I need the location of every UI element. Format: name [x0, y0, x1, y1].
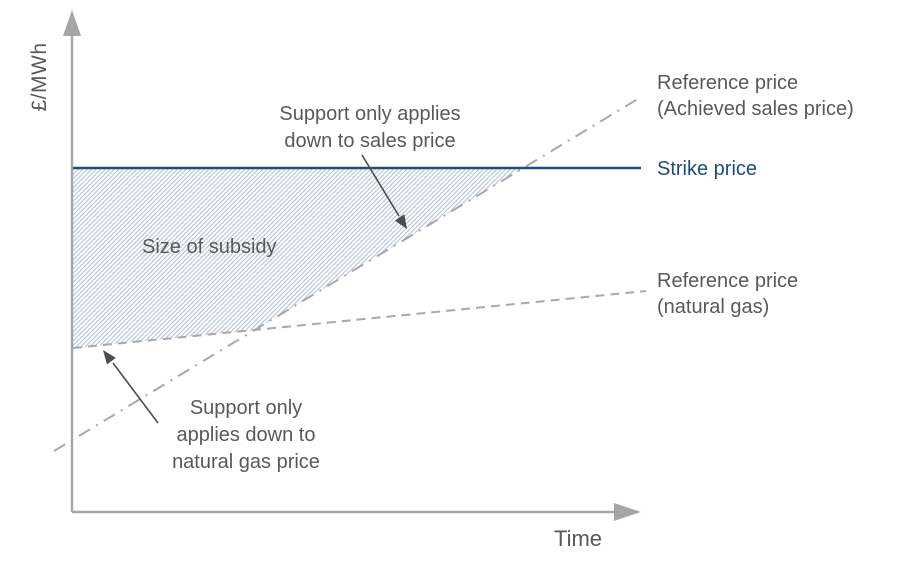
strike-price-label: Strike price: [657, 158, 758, 180]
sales-note-arrowhead: [394, 214, 407, 229]
sales-note-line: Support only applies: [279, 103, 461, 125]
reference-gas-label-line: (natural gas): [657, 296, 770, 318]
y-axis-arrowhead: [63, 10, 81, 36]
sales-note-line: down to sales price: [284, 130, 456, 152]
gas-note-arrow: [112, 362, 159, 424]
gas-note-line: Support only: [189, 397, 303, 419]
subsidy-area: [73, 168, 523, 348]
reference-gas-line: [72, 290, 647, 349]
gas-note-line: applies down to: [176, 424, 316, 446]
subsidy-area-label: Size of subsidy: [142, 236, 277, 258]
reference-gas-label-line: Reference price: [657, 270, 799, 292]
x-axis-label: Time: [553, 526, 603, 551]
reference-sales-line: [53, 96, 642, 452]
sales-note: Support only applies down to sales price: [279, 101, 460, 155]
reference-sales-label-line: Reference price: [657, 72, 799, 94]
reference-sales-label: Reference price (Achieved sales price): [657, 70, 854, 122]
y-axis-label: £/MWh: [28, 42, 51, 112]
gas-note-line: natural gas price: [172, 451, 320, 473]
gas-note-arrowhead: [103, 350, 116, 365]
x-axis-arrowhead: [614, 503, 641, 521]
sales-note-arrow: [361, 154, 400, 217]
reference-gas-label: Reference price (natural gas): [657, 268, 798, 320]
gas-note: Support only applies down to natural gas…: [172, 395, 320, 476]
reference-sales-label-line: (Achieved sales price): [657, 98, 854, 120]
